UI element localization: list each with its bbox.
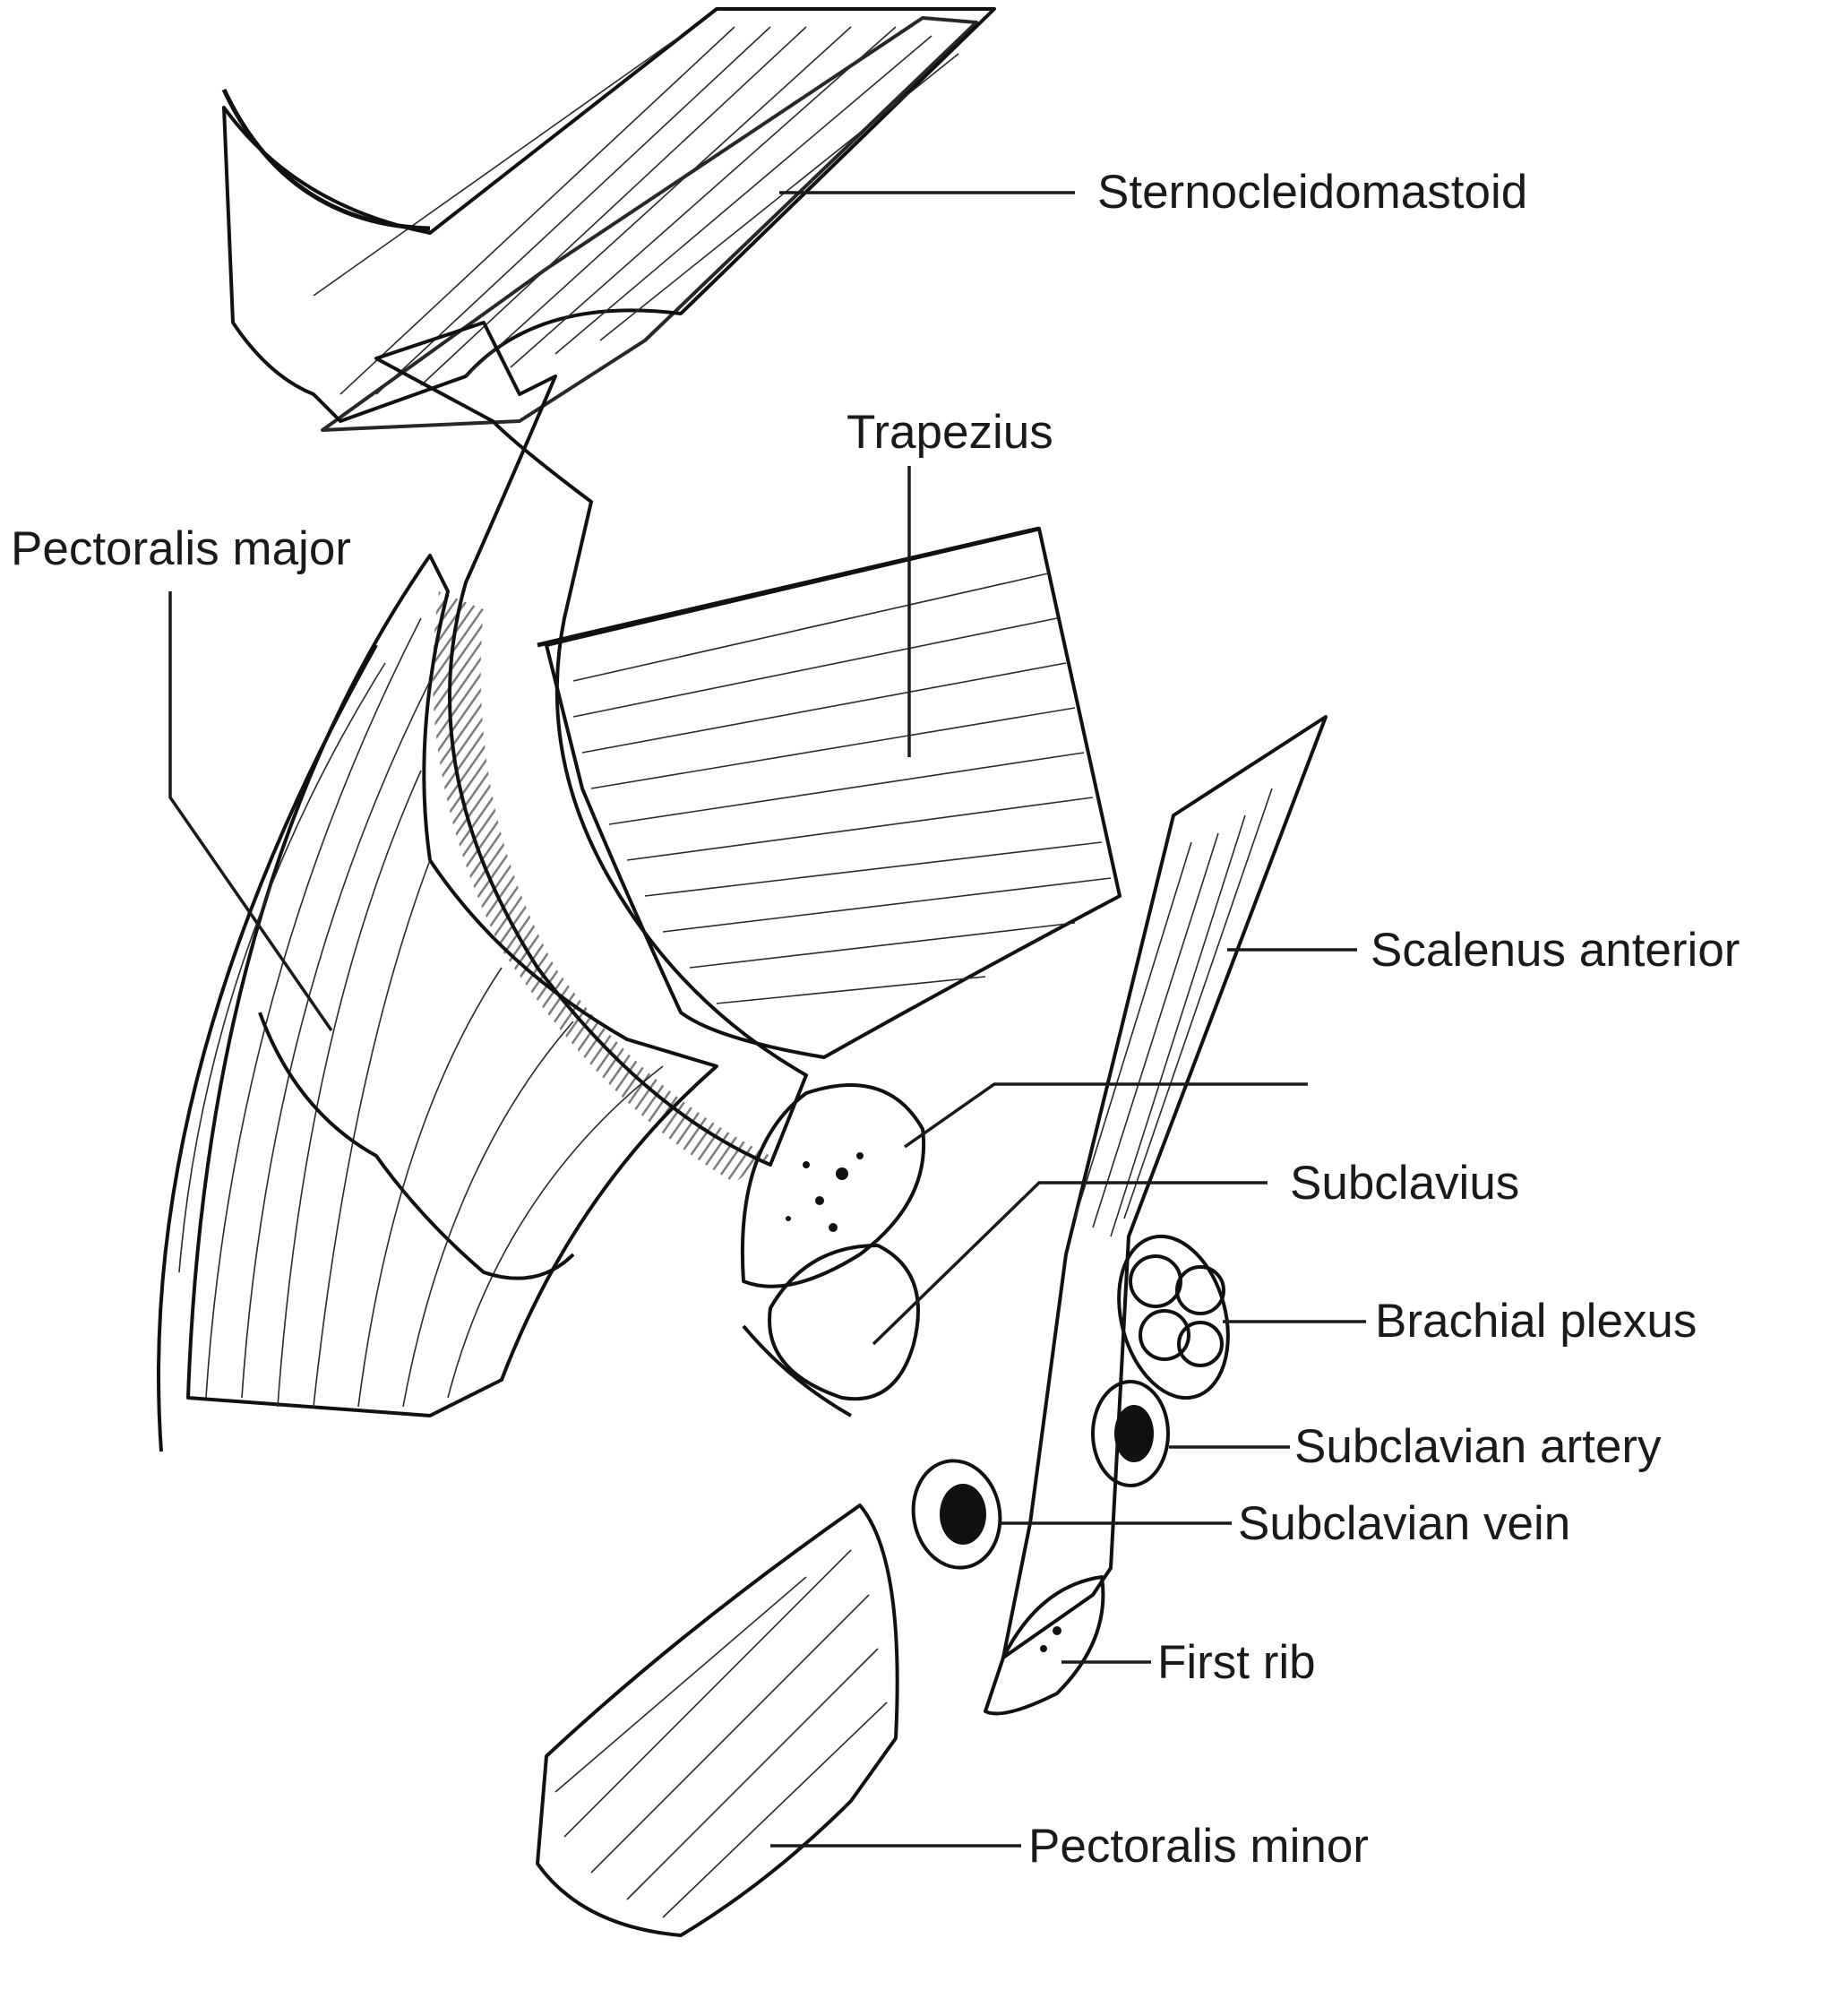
leader-lines xyxy=(168,191,1366,1848)
label-trapezius: Trapezius xyxy=(847,406,1053,459)
leader-cross-section xyxy=(903,1082,1308,1149)
label-scalenus-anterior: Scalenus anterior xyxy=(1371,924,1740,977)
scalenus-anterior-muscle xyxy=(1001,715,1328,1659)
labels: Sternocleidomastoid Trapezius Pectoralis… xyxy=(11,166,1740,1873)
label-first-rib: First rib xyxy=(1157,1636,1316,1689)
subclavian-artery-vessel xyxy=(1091,1380,1170,1487)
sternocleidomastoid-muscle xyxy=(221,7,996,432)
first-rib-bone xyxy=(984,1575,1105,1716)
label-pectoralis-minor: Pectoralis minor xyxy=(1028,1820,1369,1873)
brachial-plexus-nerve xyxy=(1117,1234,1230,1400)
clavicle-bone xyxy=(374,321,808,1183)
leader-pectoralis-major xyxy=(168,591,333,1031)
trapezius-muscle xyxy=(537,526,1122,1059)
label-pectoralis-major: Pectoralis major xyxy=(11,522,351,575)
leader-subclavius xyxy=(872,1181,1268,1346)
label-subclavian-vein: Subclavian vein xyxy=(1238,1497,1570,1550)
subclavian-vein-vessel xyxy=(911,1459,1002,1570)
label-brachial-plexus: Brachial plexus xyxy=(1375,1295,1697,1348)
pectoralis-minor-muscle xyxy=(536,1503,899,1937)
subclavius-muscle xyxy=(742,1244,920,1417)
clavicle-cross-section xyxy=(740,1083,926,1288)
label-subclavian-artery: Subclavian artery xyxy=(1294,1420,1662,1473)
label-sternocleidomastoid: Sternocleidomastoid xyxy=(1097,166,1527,219)
label-subclavius: Subclavius xyxy=(1290,1157,1519,1210)
